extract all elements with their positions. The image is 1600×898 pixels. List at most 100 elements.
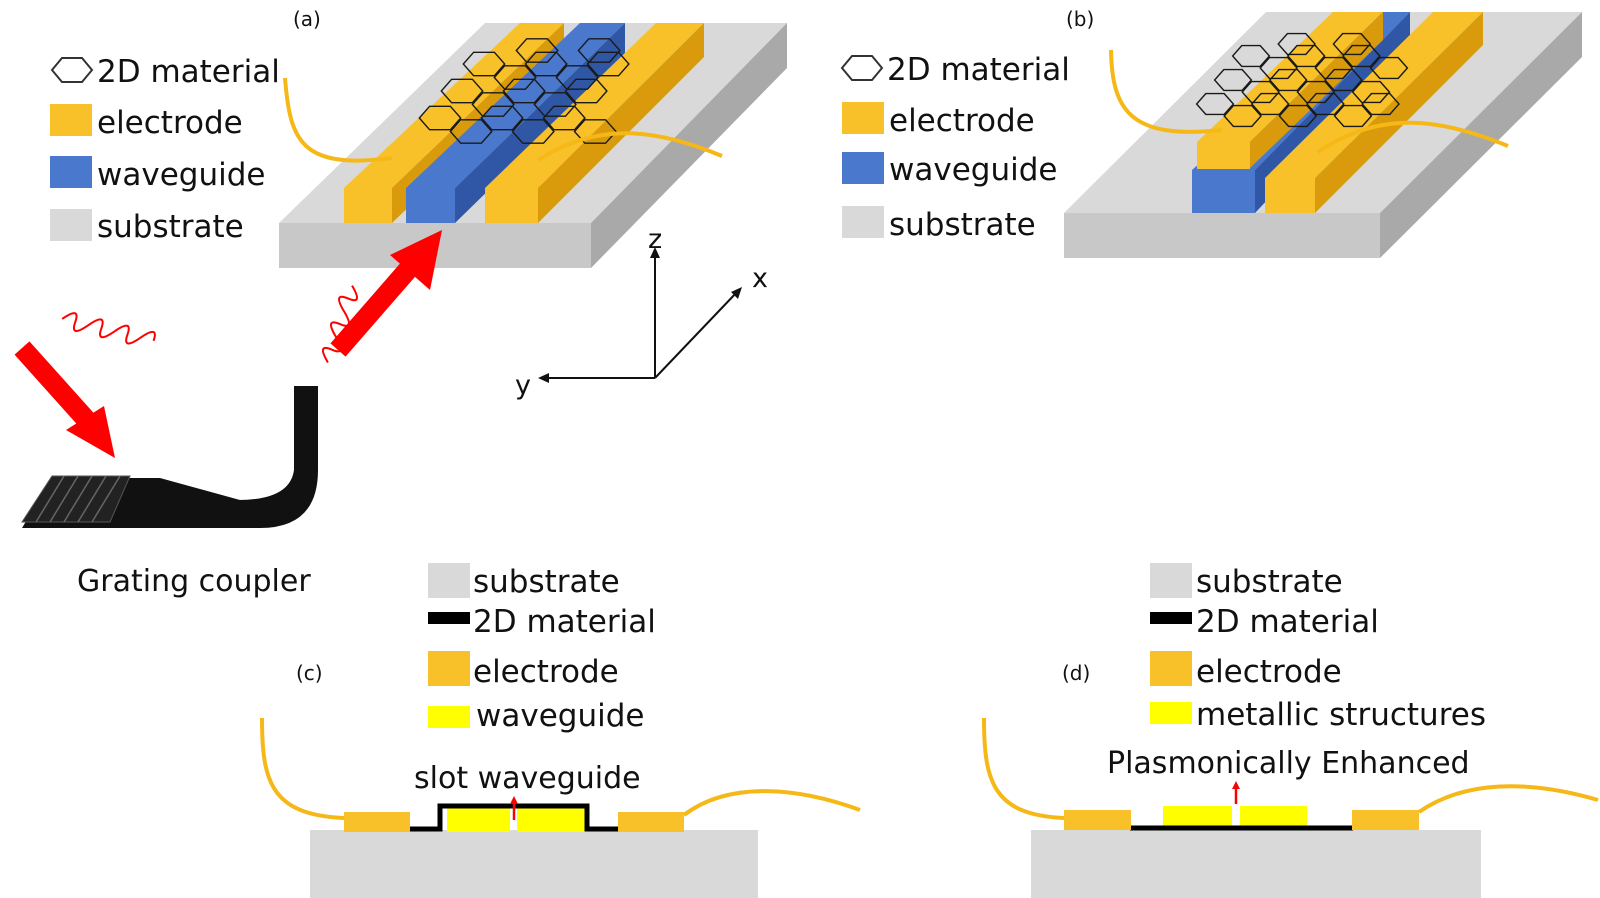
hexagon-cell-icon <box>1250 92 1290 116</box>
electrode-right-side <box>538 23 704 223</box>
legend-substrate: substrate <box>889 207 1036 243</box>
hexagon-cell-icon <box>1306 92 1345 116</box>
waveguide-side <box>455 23 625 223</box>
hexagon-cell-icon <box>1223 104 1262 128</box>
coupler-bend-waveguide <box>238 386 318 528</box>
hexagon-cell-icon <box>1213 68 1253 92</box>
panel-c-legend: substrate 2D material electrode waveguid… <box>428 563 656 734</box>
2d-material-swatch <box>1150 612 1192 624</box>
wire-right <box>682 789 861 817</box>
panel-d-label: (d) <box>1062 661 1090 685</box>
electrode-left <box>1064 810 1131 830</box>
hexagon-cell-icon <box>515 38 559 63</box>
hexagon-cell-icon <box>1369 56 1409 80</box>
wire-right <box>1417 784 1599 814</box>
hexagon-cell-icon <box>471 92 515 117</box>
legend-electrode: electrode <box>1196 654 1342 690</box>
y-axis-arrowhead-icon <box>538 373 549 383</box>
y-axis-label: y <box>515 370 531 401</box>
hexagon-cell-icon <box>555 65 599 90</box>
legend-waveguide: waveguide <box>889 152 1057 188</box>
waveguide-front <box>406 188 455 223</box>
waveguide-left <box>447 808 510 832</box>
hexagon-swatch-icon <box>50 57 94 83</box>
hexagon-cell-icon <box>1195 92 1235 116</box>
metallic-structure-left <box>1163 806 1232 828</box>
electrode-right-top <box>485 23 704 188</box>
coupler-grating <box>21 475 131 523</box>
coupler-light-wave-icon <box>61 312 156 345</box>
hexagon-cell-icon <box>1286 44 1326 68</box>
hexagon-cell-icon <box>1332 32 1372 56</box>
wire-left <box>260 717 345 820</box>
hexagon-cell-icon <box>1268 68 1308 92</box>
wire-left <box>982 717 1065 820</box>
substrate-swatch <box>50 209 92 241</box>
hexagon-cell-icon <box>1361 92 1400 116</box>
panel-d-legend: substrate 2D material electrode metallic… <box>1150 563 1486 733</box>
hexagon-cell-icon <box>418 105 462 131</box>
hexagon-cell-icon <box>1351 80 1391 104</box>
legend-waveguide: waveguide <box>97 157 265 193</box>
wire-right <box>536 131 723 162</box>
grating-lines <box>35 475 121 523</box>
field-arrow-head-icon <box>510 796 518 804</box>
electrode-right-front <box>485 188 538 223</box>
hexagon-cell-icon <box>1333 104 1373 128</box>
grating-coupler-label: Grating coupler <box>77 564 311 599</box>
electrode-right-top <box>1265 12 1483 178</box>
electrode-right <box>618 812 684 832</box>
panel-b-legend: 2D material electrode waveguide substrat… <box>840 52 1070 243</box>
legend-electrode: electrode <box>97 105 243 141</box>
substrate <box>1031 830 1481 898</box>
panel-d-device <box>982 717 1599 898</box>
field-arrow-head-icon <box>1232 781 1240 789</box>
hexagon-cell-icon <box>1231 44 1271 68</box>
slot-waveguide-caption: slot waveguide <box>414 761 641 796</box>
legend-electrode: electrode <box>473 654 619 690</box>
x-axis-line <box>654 290 739 379</box>
panel-a-label: (a) <box>293 7 321 31</box>
metallic-structure-right <box>1240 806 1307 828</box>
arrow-shaft <box>330 258 420 357</box>
electrode-right <box>1352 810 1419 830</box>
electrode-swatch <box>1150 651 1192 686</box>
panel-a: (a) 2D material electrode waveguide subs… <box>50 7 787 401</box>
light-wave-icon <box>322 285 358 363</box>
legend-2d-material: 2D material <box>97 54 280 90</box>
electrode-left <box>344 812 410 832</box>
light-input-arrow <box>322 230 442 363</box>
electrode-upper-top <box>1197 12 1383 142</box>
2d-material-lattice <box>1195 32 1409 128</box>
hexagon-cell-icon <box>1296 80 1336 104</box>
waveguide-top <box>406 23 625 188</box>
plasmonically-enhanced-caption: Plasmonically Enhanced <box>1107 746 1470 781</box>
legend-2d-material: 2D material <box>1196 604 1379 640</box>
substrate-swatch <box>1150 563 1192 598</box>
hexagon-cell-icon <box>1314 56 1354 80</box>
coupler-arrow-head-icon <box>66 406 115 458</box>
waveguide-right <box>517 808 587 832</box>
panel-b-label: (b) <box>1066 7 1094 31</box>
hexagon-cell-icon <box>1278 104 1318 128</box>
metallic-structures-swatch <box>1150 702 1192 724</box>
electrode-left-top <box>344 23 564 188</box>
legend-substrate: substrate <box>1196 564 1343 600</box>
legend-substrate: substrate <box>97 209 244 245</box>
hexagon-cell-icon <box>1342 44 1381 68</box>
panel-b-device <box>1064 12 1582 258</box>
electrode-upper-side <box>1250 12 1383 168</box>
electrode-swatch <box>50 104 92 136</box>
electrode-swatch <box>842 102 884 134</box>
substrate <box>310 830 758 898</box>
x-axis-arrowhead-icon <box>731 287 742 299</box>
hexagon-cell-icon <box>449 119 493 144</box>
hexagon-cell-icon <box>1324 68 1363 92</box>
arrow-head-icon <box>390 230 442 290</box>
panel-d: (d) substrate 2D material electrode meta… <box>982 563 1599 898</box>
wire-right <box>1316 120 1509 154</box>
2d-material-lattice <box>418 38 630 144</box>
waveguide-swatch <box>842 152 884 184</box>
hexagon-cell-icon <box>462 51 506 77</box>
